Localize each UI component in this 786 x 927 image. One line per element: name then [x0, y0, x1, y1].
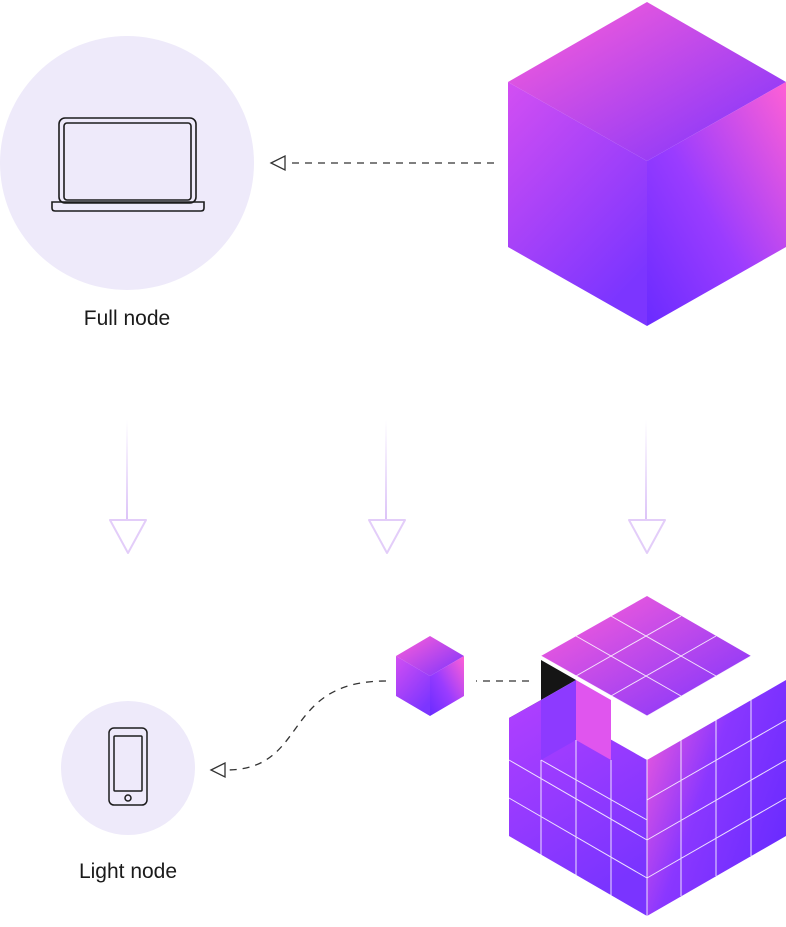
- full-node-circle: [0, 36, 254, 290]
- down-arrow-middle: [368, 420, 406, 554]
- sharded-grid-cube: [508, 596, 786, 916]
- sync-arrow-light: [209, 680, 529, 779]
- down-arrow-left: [109, 420, 147, 554]
- small-data-cube: [396, 636, 464, 716]
- blockchain-cube: [508, 2, 786, 326]
- sync-arrow-full: [269, 154, 494, 172]
- light-node-circle: [61, 701, 195, 835]
- laptop-icon: [51, 117, 205, 212]
- smartphone-icon: [108, 727, 148, 806]
- down-arrow-right: [628, 420, 666, 554]
- full-node-label: Full node: [83, 307, 171, 330]
- light-node-label: Light node: [78, 860, 178, 883]
